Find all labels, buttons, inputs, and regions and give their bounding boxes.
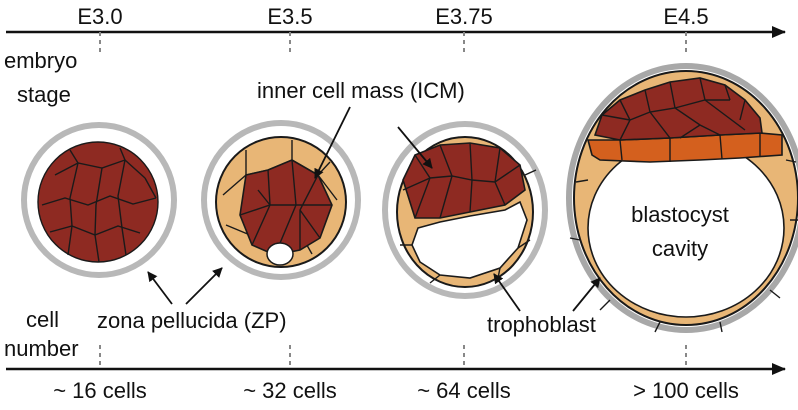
zp-label: zona pellucida (ZP): [97, 308, 287, 333]
stage-axis-title-line1: embryo: [4, 48, 77, 73]
cavity-label-line2: cavity: [652, 236, 708, 261]
cavity-label-line1: blastocyst: [631, 202, 729, 227]
icm-arrow: [397, 126, 433, 169]
blastocyst-cavity: [587, 138, 785, 318]
annotations: inner cell mass (ICM) zona pellucida (ZP…: [97, 78, 729, 337]
stage-axis-title-line2: stage: [17, 82, 71, 107]
trophoblast-arrow: [493, 273, 521, 312]
icm-arrow: [314, 106, 351, 179]
embryo-e3-75: [382, 121, 548, 299]
embryo-e3-0: [21, 122, 177, 278]
zona-pellucida: [566, 63, 798, 333]
count-axis-title-line2: number: [4, 336, 79, 361]
icm-cells: [37, 141, 159, 263]
count-axis: ~ 16 cells ~ 32 cells ~ 64 cells > 100 c…: [4, 307, 786, 403]
trophoblast-label: trophoblast: [487, 312, 596, 337]
count-axis-title-line1: cell: [26, 307, 59, 332]
icm-label: inner cell mass (ICM): [257, 78, 465, 103]
trophoblast-arrow: [572, 277, 601, 312]
early-cavity: [266, 242, 294, 266]
stage-label: E3.5: [267, 4, 312, 29]
stage-label: E3.75: [435, 4, 493, 29]
stage-label: E4.5: [663, 4, 708, 29]
zp-arrow: [147, 271, 173, 305]
cell-count-label: ~ 16 cells: [53, 378, 147, 403]
cell-count-label: ~ 64 cells: [417, 378, 511, 403]
icm-cells: [402, 142, 526, 219]
stage-axis: E3.0 E3.5 E3.75 E4.5 embryo stage: [4, 4, 786, 107]
embryo-e4-5: [566, 63, 798, 333]
cell-count-label: ~ 32 cells: [243, 378, 337, 403]
zp-arrow: [185, 267, 223, 305]
icm-cells: [593, 77, 763, 141]
cell-count-label: > 100 cells: [633, 378, 739, 403]
stage-label: E3.0: [77, 4, 122, 29]
embryo-e3-5: [201, 120, 361, 280]
